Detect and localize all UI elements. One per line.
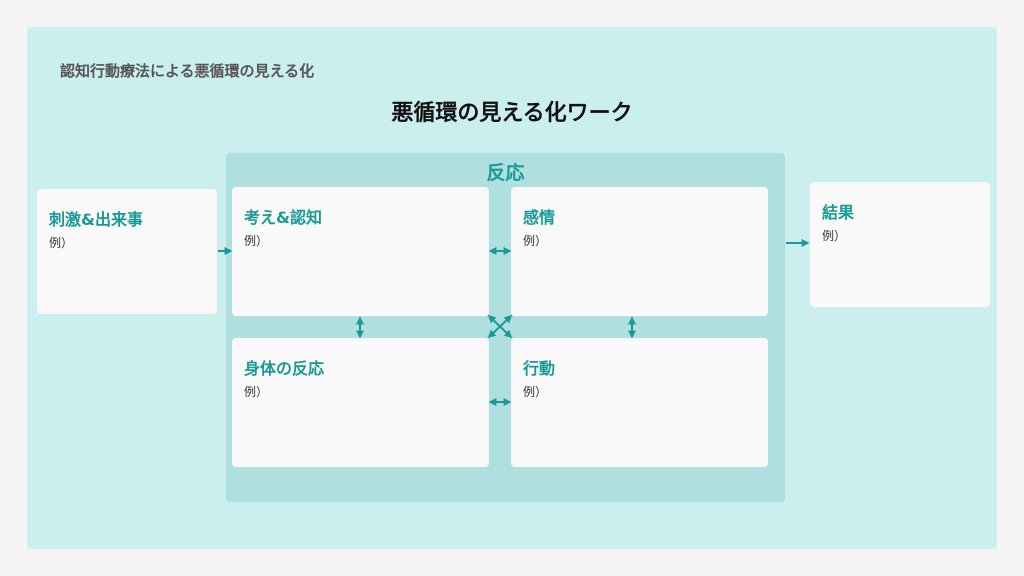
stimulus-card[interactable]: 刺激&出来事 例） [37,189,217,314]
emotion-example: 例） [523,234,548,248]
result-example: 例） [822,229,847,243]
stimulus-example: 例） [49,236,74,250]
stimulus-title: 刺激&出来事 [49,210,143,229]
emotion-title: 感情 [523,208,556,227]
behavior-card[interactable]: 行動 例） [511,338,768,467]
page-subtitle: 認知行動療法による悪循環の見える化 [60,62,315,80]
emotion-body-arrow [487,314,513,339]
emotion-card[interactable]: 感情 例） [511,187,768,316]
reaction-label: 反応 [486,162,525,184]
body-reaction-title: 身体の反応 [244,359,325,378]
behavior-title: 行動 [523,359,556,378]
behavior-example: 例） [523,385,548,399]
cognition-title: 考え&認知 [244,208,322,227]
body-reaction-card[interactable]: 身体の反応 例） [232,338,489,467]
page-title: 悪循環の見える化ワーク [391,101,633,126]
body-reaction-example: 例） [244,385,269,399]
cognition-example: 例） [244,234,269,248]
result-title: 結果 [822,203,855,222]
cognition-card[interactable]: 考え&認知 例） [232,187,489,316]
result-card[interactable]: 結果 例） [810,182,990,307]
